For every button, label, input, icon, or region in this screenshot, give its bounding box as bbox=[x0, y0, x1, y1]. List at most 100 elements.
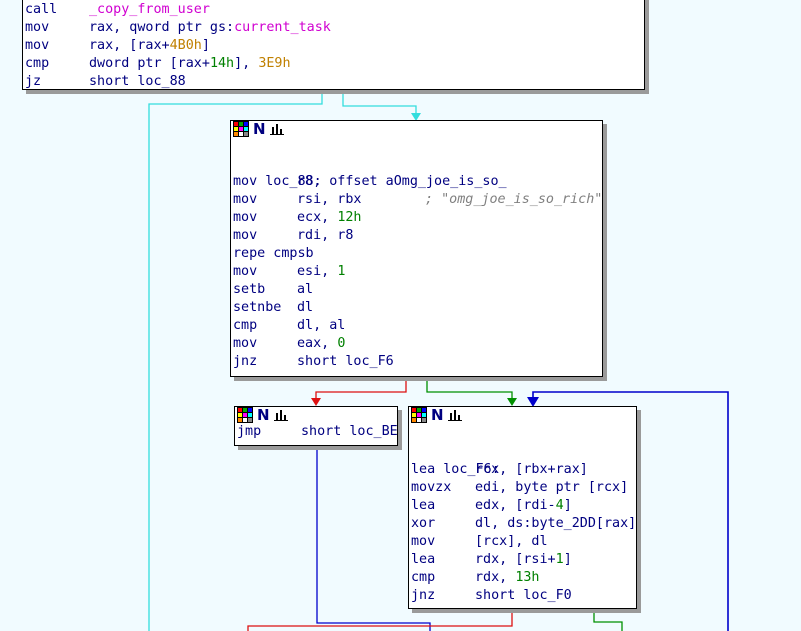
instruction-line[interactable]: mov r8, offset aOmg_joe_is_so_ bbox=[231, 173, 602, 191]
operand[interactable]: _copy_from_user bbox=[89, 2, 210, 17]
instruction-line[interactable]: setb al bbox=[231, 281, 602, 299]
operand: rdx, bbox=[475, 570, 516, 585]
operand: 4 bbox=[555, 498, 564, 513]
operand: 3E9h bbox=[258, 56, 291, 71]
mnemonic: setb bbox=[233, 282, 266, 297]
arrow-loc88 bbox=[411, 113, 421, 121]
edge-locF6-false bbox=[247, 609, 513, 631]
edge-locF6-true bbox=[593, 609, 623, 631]
instruction-line[interactable]: mov rax, qword ptr gs:current_task bbox=[23, 19, 644, 37]
operand: rdx, [rsi+ bbox=[475, 552, 556, 567]
mnemonic: repe cmpsb bbox=[233, 246, 314, 261]
loc-label[interactable]: loc_88: bbox=[265, 174, 322, 189]
operand: al bbox=[297, 282, 314, 297]
arrow-locF6-blue bbox=[527, 397, 539, 407]
graph-node-n-icon[interactable]: N bbox=[431, 406, 444, 424]
operand: ], bbox=[234, 56, 259, 71]
mnemonic: lea bbox=[411, 498, 436, 513]
mnemonic: jz bbox=[25, 74, 42, 89]
operand: ] bbox=[563, 552, 572, 567]
graph-node-n-icon[interactable]: N bbox=[257, 406, 270, 424]
operand: 1 bbox=[555, 552, 564, 567]
instruction-line[interactable]: jz short loc_88 bbox=[23, 73, 644, 91]
edge-jmp-down bbox=[316, 446, 431, 631]
instruction-line[interactable]: setnbe dl bbox=[231, 299, 602, 317]
mnemonic: mov bbox=[233, 336, 258, 351]
instruction-line[interactable]: cmp dl, al bbox=[231, 317, 602, 335]
operand: rsi, rbx bbox=[297, 192, 362, 207]
operand: short loc_BE bbox=[301, 424, 398, 439]
operand: 0 bbox=[337, 336, 346, 351]
operand[interactable]: current_task bbox=[234, 20, 331, 35]
edge-top-fallthrough bbox=[148, 92, 323, 631]
operand: rax, qword ptr gs: bbox=[89, 20, 235, 35]
mnemonic: mov bbox=[233, 174, 258, 189]
code-block-loc88[interactable]: N loc_88: ; "omg_joe_is_so_rich" mov r8, … bbox=[230, 120, 603, 377]
operand: dl bbox=[297, 300, 314, 315]
mnemonic: mov bbox=[233, 228, 258, 243]
graph-node-palette-icon[interactable] bbox=[237, 407, 253, 423]
mnemonic: cmp bbox=[411, 570, 436, 585]
operand: rcx, [rbx+rax] bbox=[475, 462, 588, 477]
mnemonic: setnbe bbox=[233, 300, 282, 315]
mnemonic: mov bbox=[25, 20, 50, 35]
mnemonic: lea bbox=[411, 552, 436, 567]
loc-label[interactable]: loc_F6: bbox=[443, 462, 500, 477]
instruction-line[interactable]: mov ecx, 12h bbox=[231, 209, 602, 227]
graph-node-palette-icon[interactable] bbox=[233, 121, 249, 137]
graph-node-chart-icon[interactable] bbox=[269, 123, 284, 135]
mnemonic: mov bbox=[233, 192, 258, 207]
mnemonic: mov bbox=[233, 210, 258, 225]
edge-top-to-loc88 bbox=[342, 92, 417, 118]
operand: 14h bbox=[209, 56, 235, 71]
instruction-line[interactable]: xor dl, ds:byte_2DD[rax] bbox=[409, 515, 636, 533]
string-comment: ; "omg_joe_is_so_rich" bbox=[425, 192, 603, 207]
arrow-locF6-green bbox=[507, 398, 517, 406]
operand: esi, bbox=[297, 264, 338, 279]
operand: 12h bbox=[337, 210, 362, 225]
instruction-line[interactable]: mov[rcx], dl bbox=[409, 533, 636, 551]
operand: short loc_F0 bbox=[475, 588, 572, 603]
instruction-line[interactable]: call_copy_from_user bbox=[23, 1, 644, 19]
mnemonic: mov bbox=[411, 534, 436, 549]
instruction-line[interactable]: repe cmpsb bbox=[231, 245, 602, 263]
operand: 1 bbox=[337, 264, 346, 279]
mnemonic: movzx bbox=[411, 480, 452, 495]
operand: rax, [rax+ bbox=[89, 38, 170, 53]
mnemonic: cmp bbox=[233, 318, 258, 333]
graph-node-chart-icon[interactable] bbox=[447, 409, 462, 421]
instruction-line[interactable]: lea rdx, [rsi+1] bbox=[409, 551, 636, 569]
operand: ] bbox=[563, 498, 572, 513]
mnemonic: cmp bbox=[25, 56, 50, 71]
operand: r8, offset aOmg_joe_is_so_ bbox=[297, 174, 507, 189]
operand: 4B0h bbox=[169, 38, 202, 53]
mnemonic: xor bbox=[411, 516, 436, 531]
graph-node-n-icon[interactable]: N bbox=[253, 120, 266, 138]
operand: dl, ds:byte_2DD[rax] bbox=[475, 516, 637, 531]
instruction-line[interactable]: mov rsi, rbx bbox=[231, 191, 602, 209]
graph-node-chart-icon[interactable] bbox=[273, 409, 288, 421]
operand: ecx, bbox=[297, 210, 338, 225]
mnemonic: mov bbox=[25, 38, 50, 53]
operand: dl, al bbox=[297, 318, 346, 333]
operand: short loc_88 bbox=[89, 74, 186, 89]
graph-node-palette-icon[interactable] bbox=[411, 407, 427, 423]
node-header: N bbox=[409, 407, 636, 423]
node-header: N bbox=[231, 121, 602, 137]
node-header: N bbox=[235, 407, 397, 423]
